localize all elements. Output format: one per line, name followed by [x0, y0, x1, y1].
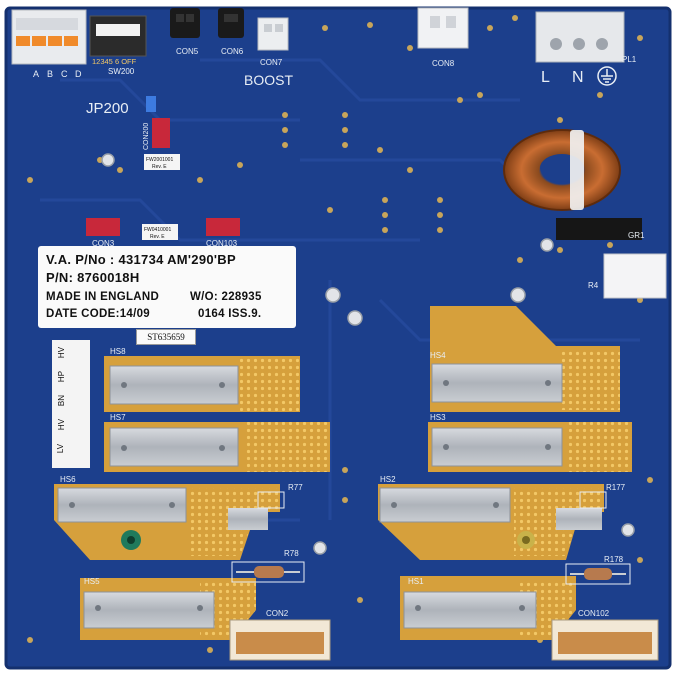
label-line-date-code: DATE CODE:14/09 — [46, 308, 150, 320]
fw200-tag-text: FW2001001 — [146, 157, 173, 163]
fw410-tag-rev: Rev. E — [150, 234, 165, 240]
hs8-label: HS8 — [110, 347, 126, 356]
r4-label: R4 — [588, 281, 599, 290]
mounting-holes — [101, 153, 635, 555]
svg-text:A: A — [33, 69, 39, 79]
terminal-block-abcd — [11, 9, 87, 65]
hs6-label: HS6 — [60, 475, 76, 484]
hs5-label: HS5 — [84, 577, 100, 586]
heatsink-hs8 — [104, 356, 300, 412]
con103-connector — [206, 218, 240, 236]
dip-switch-sw200 — [89, 15, 147, 57]
label-line-work-order: W/O: 228935 — [190, 291, 262, 303]
con102-connector — [551, 619, 659, 661]
con103-label: CON103 — [206, 239, 238, 248]
vias — [27, 15, 653, 653]
con8-connector — [417, 7, 469, 49]
con3-label: CON3 — [92, 239, 115, 248]
gr1-label: GR1 — [628, 231, 645, 240]
con5-connector — [170, 8, 200, 38]
neutral-label: N — [572, 69, 584, 86]
qc-col-bn: BN — [57, 394, 67, 407]
r77-label: R77 — [288, 483, 303, 492]
svg-text:B: B — [47, 69, 53, 79]
con7-connector — [257, 17, 289, 51]
r77-footprint — [257, 491, 285, 509]
qc-col-lv: LV — [56, 443, 66, 454]
qc-col-hv2: HV — [57, 346, 67, 359]
label-line-part-number: V.A. P/No : 431734 AM'290'BP — [46, 252, 236, 267]
con200-connector — [152, 118, 170, 148]
hs1-label: HS1 — [408, 577, 424, 586]
heatsink-hs7 — [104, 422, 330, 472]
r4-component — [603, 253, 667, 299]
hs3-label: HS3 — [430, 413, 446, 422]
qc-card: LV HV BN HP HV — [52, 340, 90, 468]
label-line-pn: P/N: 8760018H — [46, 270, 140, 285]
hs4-label: HS4 — [430, 351, 446, 360]
r178-resistor — [565, 563, 631, 585]
pl1-terminal — [535, 11, 625, 63]
label-line-origin: MADE IN ENGLAND — [46, 291, 160, 303]
r78-label: R78 — [284, 549, 299, 558]
r177-label: R177 — [606, 483, 626, 492]
jp200-label: JP200 — [86, 100, 129, 117]
con8-label: CON8 — [432, 59, 455, 68]
toroidal-inductor — [503, 129, 621, 211]
con5-label: CON5 — [176, 47, 199, 56]
line-label: L — [541, 69, 550, 86]
con102-label: CON102 — [578, 609, 610, 618]
con2-connector — [229, 619, 331, 661]
serial-sticker: ST635659 — [136, 329, 196, 345]
con200-label: CON200 — [143, 123, 150, 150]
hs2-label: HS2 — [380, 475, 396, 484]
con6-connector — [218, 8, 244, 38]
heatsink-hs4 — [430, 306, 620, 412]
hs7-label: HS7 — [110, 413, 126, 422]
abcd-labels: A B C D — [33, 69, 82, 79]
con2-label: CON2 — [266, 609, 289, 618]
qc-col-hp: HP — [57, 370, 67, 383]
fw410-tag — [142, 224, 178, 240]
heatsink-hs2 — [378, 484, 604, 560]
qc-col-hv: HV — [57, 418, 67, 431]
fw410-tag-text: FW0410001 — [144, 227, 171, 233]
fw200-tag — [144, 154, 180, 170]
product-label: V.A. P/No : 431734 AM'290'BP P/N: 876001… — [38, 246, 296, 328]
earth-icon — [597, 66, 617, 86]
r78-resistor — [231, 561, 305, 583]
con6-label: CON6 — [221, 47, 244, 56]
jp200-jumper — [146, 96, 156, 112]
heatsink-hs1 — [400, 576, 576, 640]
boost-label: BOOST — [244, 72, 293, 88]
heatsink-hs6 — [54, 484, 280, 560]
r178-label: R178 — [604, 555, 624, 564]
svg-text:D: D — [75, 69, 82, 79]
sw200-scale: 12345 6 OFF — [92, 57, 137, 66]
pl1-label: PL1 — [622, 55, 637, 64]
heatsink-hs5 — [80, 578, 256, 640]
fw200-tag-rev: Rev. E — [152, 164, 167, 170]
con7-label: CON7 — [260, 58, 283, 67]
heatsink-hs3 — [428, 422, 632, 472]
gr1-bridge — [556, 218, 642, 240]
r177-footprint — [579, 491, 607, 509]
con3-connector — [86, 218, 120, 236]
label-line-issue: 0164 ISS.9. — [198, 308, 262, 320]
sw200-label: SW200 — [108, 67, 135, 76]
svg-text:C: C — [61, 69, 68, 79]
